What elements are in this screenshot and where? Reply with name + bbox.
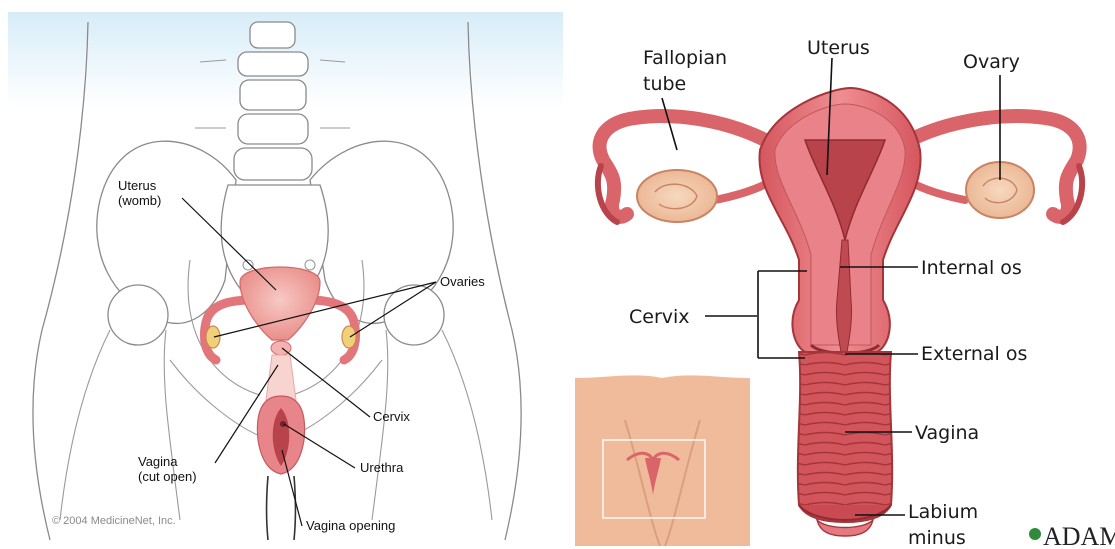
label-labium-minus: Labium minus (908, 501, 984, 549)
label-uterus-womb: Uterus (womb) (118, 178, 161, 208)
uterus-anatomy-illustration: Fallopian tube Uterus Ovary Internal os … (565, 0, 1115, 549)
vagina (798, 352, 892, 522)
label-fallopian-line2: tube (643, 73, 686, 95)
label-ovaries: Ovaries (440, 274, 485, 289)
label-uterus-line1: Uterus (118, 178, 157, 193)
leaf-icon (1029, 528, 1041, 540)
label-vagina-line1: Vagina (138, 454, 178, 469)
label-vagina-line2: (cut open) (138, 469, 197, 484)
label-cervix: Cervix (373, 409, 410, 424)
label-internal-os: Internal os (921, 257, 1022, 279)
label-vagina: Vagina (915, 422, 979, 444)
left-ovary (637, 170, 717, 222)
copyright-notice: © 2004 MedicineNet, Inc. (52, 515, 176, 527)
label-labium-line2: minus (908, 527, 966, 549)
label-labium-line1: Labium (908, 501, 978, 523)
label-cervix: Cervix (629, 306, 690, 328)
label-uterus: Uterus (807, 37, 870, 59)
label-vagina-cut-open: Vagina (cut open) (138, 454, 197, 484)
label-external-os: External os (921, 343, 1027, 365)
adam-logo-text: ADAM (1043, 522, 1115, 549)
label-ovary: Ovary (963, 51, 1020, 73)
label-fallopian-tube: Fallopian tube (643, 47, 733, 95)
label-urethra: Urethra (360, 460, 404, 475)
right-ovary (342, 326, 356, 348)
uterus (240, 267, 320, 340)
pelvis-illustration: Uterus (womb) Ovaries Cervix Vagina (cut… (0, 0, 565, 549)
body-inset-thumbnail (575, 375, 750, 546)
pelvis-illustration-panel: Uterus (womb) Ovaries Cervix Vagina (cut… (0, 0, 565, 549)
adam-logo: ADAM (1029, 522, 1115, 549)
uterus-anatomy-panel: Fallopian tube Uterus Ovary Internal os … (565, 0, 1115, 549)
label-fallopian-line1: Fallopian (643, 47, 727, 69)
label-uterus-line2: (womb) (118, 193, 161, 208)
left-ovary (206, 326, 220, 348)
label-vagina-opening: Vagina opening (306, 518, 395, 533)
